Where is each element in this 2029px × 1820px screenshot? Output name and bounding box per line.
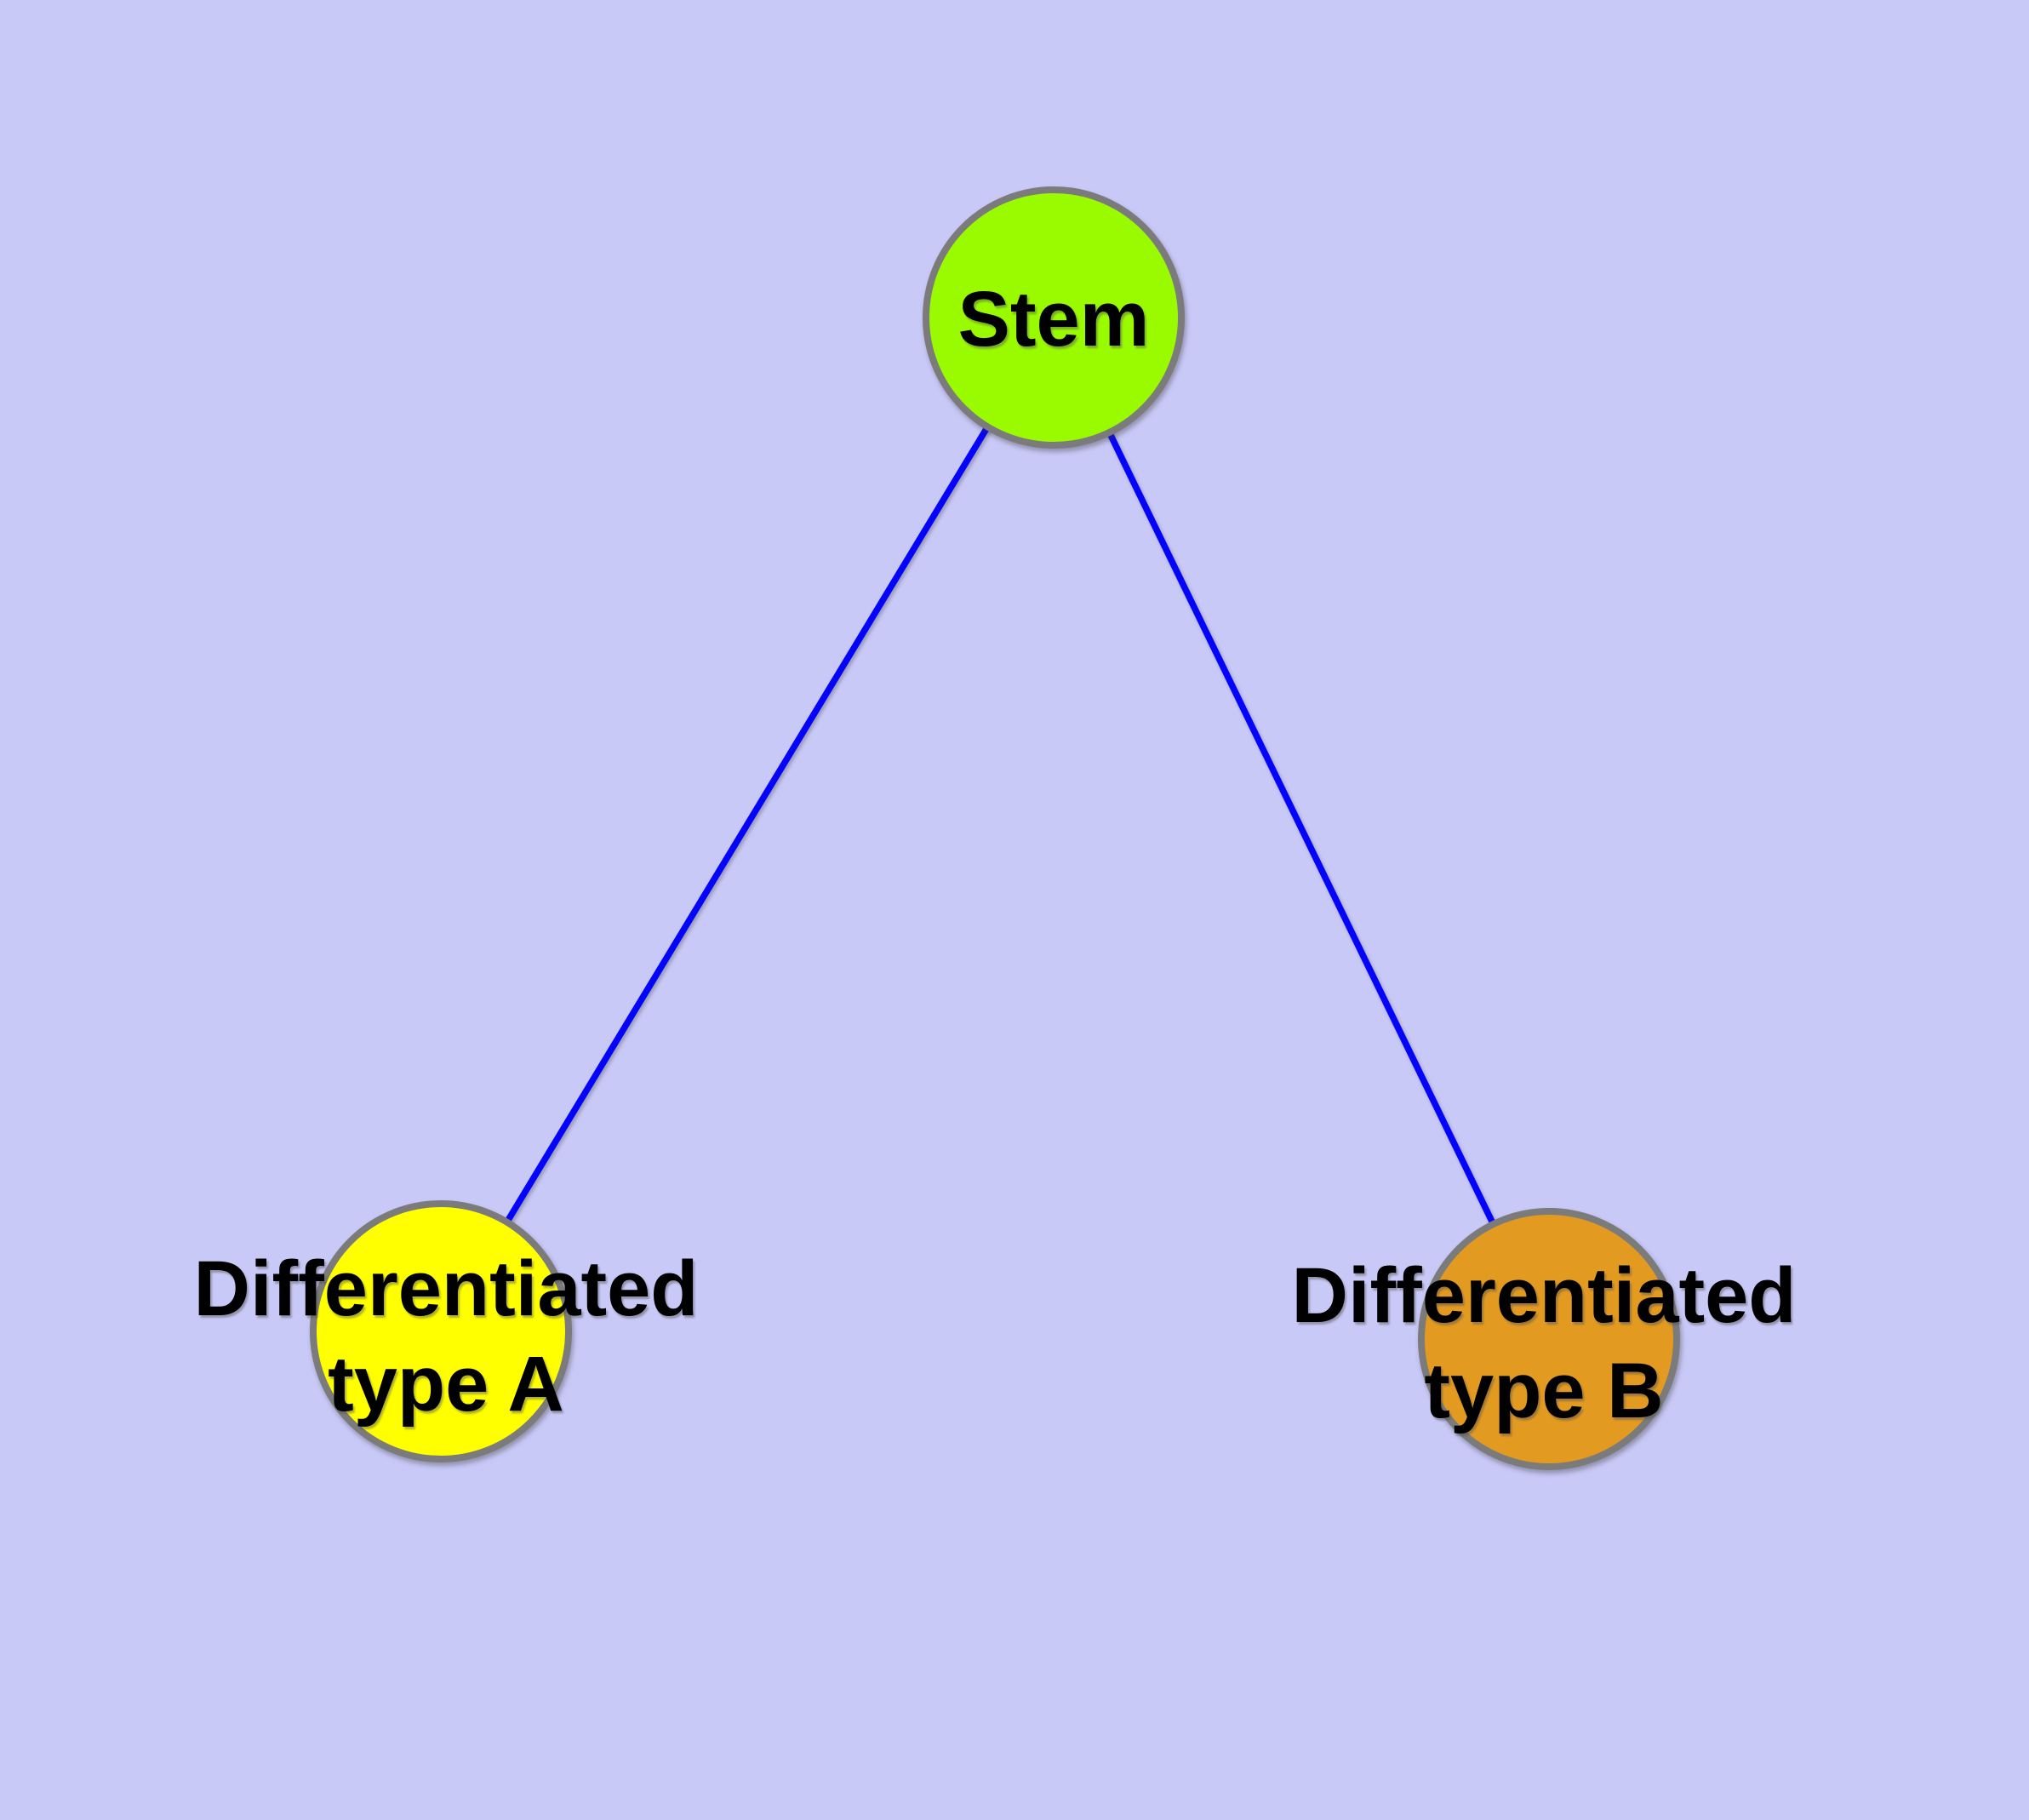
node-differentiated-type-a: Differentiated type A [194,1200,699,1462]
node-differentiated-type-b: Differentiated type B [1292,1208,1797,1470]
node-type-b-circle [1418,1208,1680,1470]
node-type-a-label-line2: type A [328,1341,564,1428]
node-stem-label: Stem [958,276,1150,363]
edge-stem-to-type-b [1050,316,1552,1341]
node-stem: Stem [923,186,1185,449]
node-stem-circle [923,186,1185,449]
edge-stem-to-type-a [437,316,1057,1333]
node-type-a-label-line1: Differentiated [194,1245,699,1332]
node-type-a-circle [310,1200,572,1462]
node-type-b-label-line2: type B [1424,1348,1663,1434]
node-type-b-label-line1: Differentiated [1292,1252,1797,1339]
